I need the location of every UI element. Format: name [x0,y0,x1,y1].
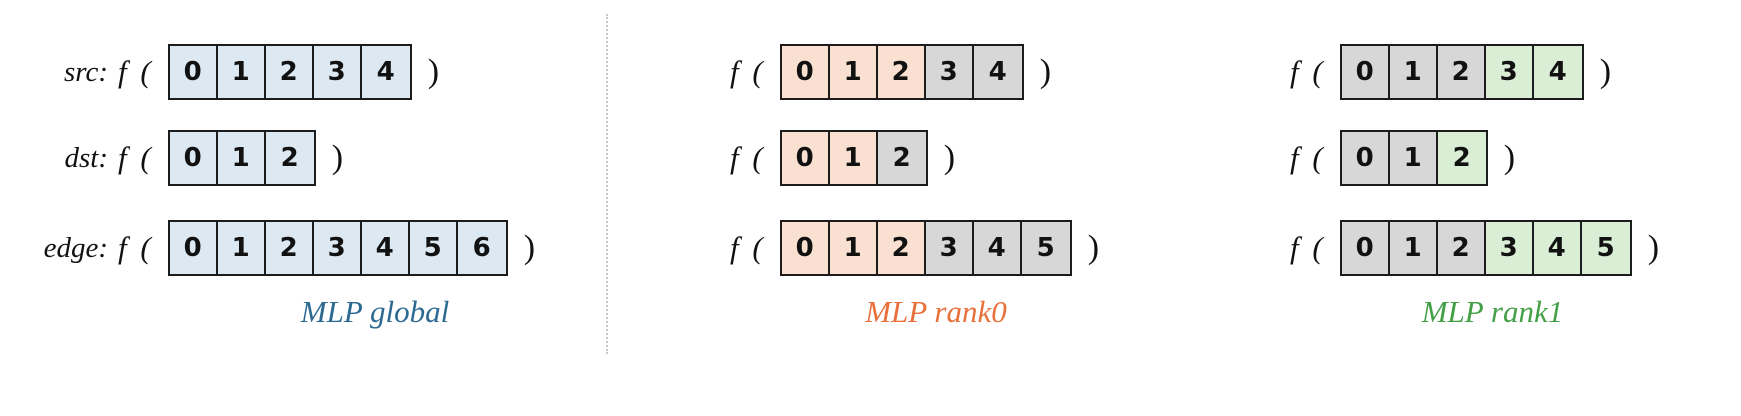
array-cell[interactable]: 2 [1437,132,1486,184]
array-cell[interactable]: 4 [973,222,1022,274]
array-cell[interactable]: 2 [265,46,314,98]
panel-caption-global: MLP global [300,294,450,329]
array-cell[interactable]: 3 [925,222,974,274]
array-cell[interactable]: 2 [1437,222,1486,274]
array-cell[interactable]: 2 [1437,46,1486,98]
array-cell[interactable]: 5 [1021,222,1070,274]
array-cell[interactable]: 3 [313,222,362,274]
array-cell[interactable]: 2 [265,222,314,274]
function-close-paren: ) [523,229,536,266]
array-cell[interactable]: 2 [877,222,926,274]
array-cell[interactable]: 2 [265,132,314,184]
function-open-paren: f ( [118,54,154,89]
array-cell[interactable]: 0 [781,222,830,274]
array-cell[interactable]: 2 [877,132,926,184]
array-cell[interactable]: 0 [169,132,218,184]
array-cell[interactable]: 1 [829,132,878,184]
array-cell[interactable]: 2 [877,46,926,98]
array-cell[interactable]: 1 [217,46,266,98]
function-open-paren: f ( [1290,140,1326,175]
function-open-paren: f ( [118,230,154,265]
function-open-paren: f ( [730,230,766,265]
array-cell[interactable]: 1 [1389,222,1438,274]
array-cell[interactable]: 6 [457,222,506,274]
array-cell[interactable]: 5 [409,222,458,274]
array-cell[interactable]: 4 [361,222,410,274]
array-cell[interactable]: 0 [1341,132,1390,184]
function-close-paren: ) [1039,53,1052,90]
array-cell[interactable]: 4 [973,46,1022,98]
function-close-paren: ) [1503,139,1516,176]
array-cell[interactable]: 4 [1533,46,1582,98]
array-cell[interactable]: 0 [781,132,830,184]
row-label-src: src: [63,55,108,88]
array-cell[interactable]: 0 [781,46,830,98]
array-cell[interactable]: 0 [169,46,218,98]
array-cell[interactable]: 0 [1341,46,1390,98]
function-close-paren: ) [331,139,344,176]
function-open-paren: f ( [1290,54,1326,89]
array-cell[interactable]: 0 [1341,222,1390,274]
array-cell[interactable]: 1 [1389,132,1438,184]
function-close-paren: ) [1599,53,1612,90]
function-close-paren: ) [427,53,440,90]
array-cell[interactable]: 3 [1485,222,1534,274]
array-cell[interactable]: 4 [361,46,410,98]
array-cell[interactable]: 1 [829,46,878,98]
array-cell[interactable]: 3 [925,46,974,98]
panel-caption-rank1: MLP rank1 [1421,294,1564,329]
function-open-paren: f ( [1290,230,1326,265]
row-label-dst: dst: [64,141,109,174]
function-close-paren: ) [943,139,956,176]
array-cell[interactable]: 1 [217,132,266,184]
row-label-edge: edge: [43,231,108,264]
function-open-paren: f ( [730,54,766,89]
array-cell[interactable]: 1 [217,222,266,274]
array-cell[interactable]: 1 [1389,46,1438,98]
function-close-paren: ) [1647,229,1660,266]
array-cell[interactable]: 3 [1485,46,1534,98]
array-cell[interactable]: 5 [1581,222,1630,274]
function-open-paren: f ( [118,140,154,175]
array-cell[interactable]: 1 [829,222,878,274]
function-open-paren: f ( [730,140,766,175]
array-cell[interactable]: 0 [169,222,218,274]
array-cell[interactable]: 3 [313,46,362,98]
array-cell[interactable]: 4 [1533,222,1582,274]
panel-divider [606,14,608,354]
panel-caption-rank0: MLP rank0 [865,294,1007,329]
function-close-paren: ) [1087,229,1100,266]
